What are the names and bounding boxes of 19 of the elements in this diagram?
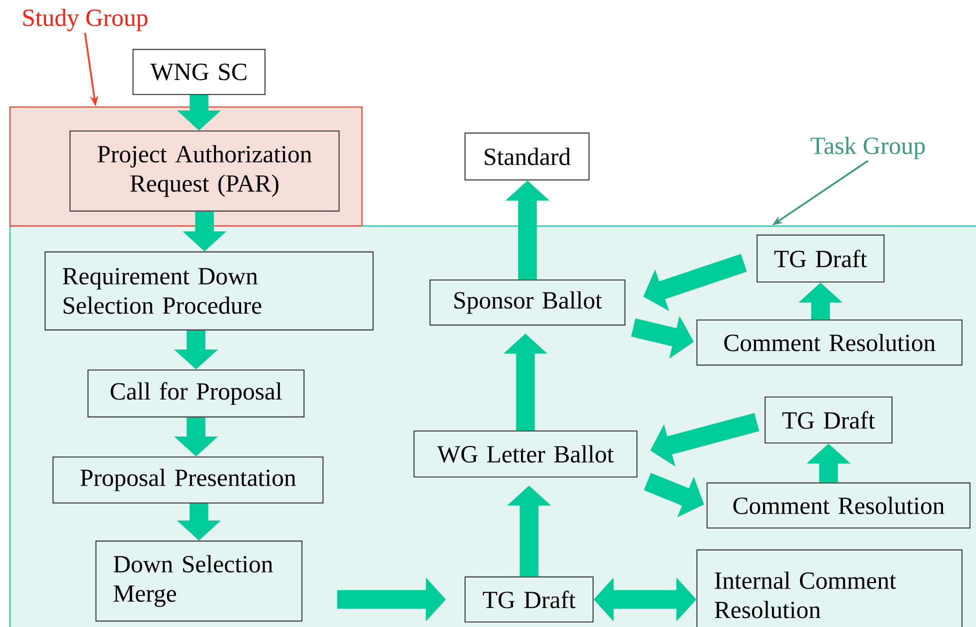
process-box: Down Selection Merge: [95, 540, 302, 622]
process-box: Proposal Presentation: [52, 456, 324, 504]
process-box: WG Letter Ballot: [413, 430, 638, 478]
group-label: Study Group: [23, 8, 148, 32]
process-box: Project Authorization Request (PAR): [69, 130, 340, 212]
process-box: TG Draft: [756, 234, 885, 283]
process-box: Internal Comment Resolution: [696, 549, 963, 627]
process-box: Comment Resolution: [706, 482, 971, 529]
group-label: Task Group: [810, 136, 925, 160]
process-box: Requirement Down Selection Procedure: [44, 251, 374, 330]
process-box: WNG SC: [132, 48, 266, 96]
process-box: Standard: [464, 132, 590, 180]
process-box: TG Draft: [764, 396, 893, 444]
group-band: [9, 225, 976, 627]
process-box: TG Draft: [464, 576, 594, 623]
process-box: Sponsor Ballot: [429, 279, 626, 326]
process-box: Comment Resolution: [696, 319, 963, 366]
process-box: Call for Proposal: [87, 369, 305, 418]
group-band: [9, 106, 363, 226]
